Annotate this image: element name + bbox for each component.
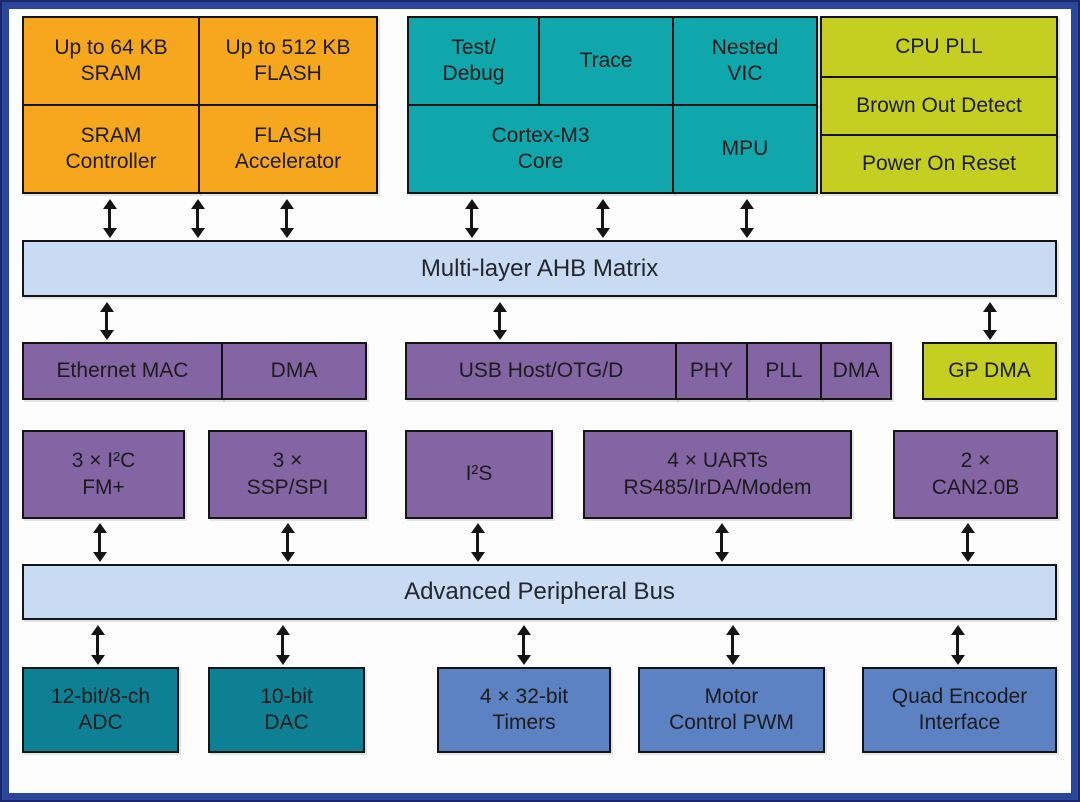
block-gp-dma: GP DMA bbox=[922, 342, 1057, 400]
block-flash: Up to 512 KB FLASH bbox=[198, 16, 378, 106]
block-i2s: I²S bbox=[405, 430, 553, 519]
block-dac-label: 10-bit DAC bbox=[260, 684, 313, 734]
double-arrow bbox=[91, 625, 105, 665]
block-usb-phy: PHY bbox=[675, 342, 748, 400]
block-sram-controller-label: SRAM Controller bbox=[65, 123, 157, 173]
block-power-on-reset-label: Power On Reset bbox=[861, 151, 1017, 175]
block-sram-controller: SRAM Controller bbox=[22, 104, 200, 194]
double-arrow bbox=[471, 523, 485, 562]
block-ethernet-mac-label: Ethernet MAC bbox=[56, 358, 189, 382]
block-i2c-label: 3 × I²C FM+ bbox=[71, 449, 136, 499]
bus-ahb-matrix-label: Multi-layer AHB Matrix bbox=[420, 254, 659, 282]
double-arrow bbox=[281, 523, 295, 562]
block-usb-host: USB Host/OTG/D bbox=[405, 342, 677, 400]
block-ssp-spi-label: 3 × SSP/SPI bbox=[246, 449, 329, 499]
block-sram-label: Up to 64 KB SRAM bbox=[54, 35, 168, 85]
double-arrow bbox=[93, 523, 107, 562]
block-timers: 4 × 32-bit Timers bbox=[437, 667, 611, 753]
block-quad-encoder-label: Quad Encoder Interface bbox=[891, 684, 1028, 734]
block-cortex-m3-core-label: Cortex-M3 Core bbox=[491, 123, 590, 173]
block-ssp-spi: 3 × SSP/SPI bbox=[208, 430, 367, 519]
double-arrow bbox=[100, 302, 114, 340]
block-timers-label: 4 × 32-bit Timers bbox=[479, 684, 569, 734]
block-usb-pll: PLL bbox=[746, 342, 822, 400]
block-usb-dma-label: DMA bbox=[832, 358, 880, 382]
double-arrow bbox=[191, 199, 205, 238]
block-sram: Up to 64 KB SRAM bbox=[22, 16, 200, 106]
block-usb-phy-label: PHY bbox=[689, 358, 734, 382]
block-can-label: 2 × CAN2.0B bbox=[931, 449, 1020, 499]
bus-apb: Advanced Peripheral Bus bbox=[22, 564, 1057, 620]
block-power-on-reset: Power On Reset bbox=[820, 134, 1058, 194]
block-adc-label: 12-bit/8-ch ADC bbox=[50, 684, 151, 734]
double-arrow bbox=[726, 625, 740, 665]
double-arrow bbox=[715, 523, 729, 562]
block-usb-pll-label: PLL bbox=[765, 358, 803, 382]
block-trace: Trace bbox=[538, 16, 674, 106]
block-quad-encoder: Quad Encoder Interface bbox=[862, 667, 1057, 753]
bus-apb-label: Advanced Peripheral Bus bbox=[404, 578, 675, 606]
double-arrow bbox=[596, 199, 610, 238]
double-arrow bbox=[740, 199, 754, 238]
block-flash-label: Up to 512 KB FLASH bbox=[225, 35, 351, 85]
block-cortex-m3-core: Cortex-M3 Core bbox=[407, 104, 674, 194]
block-brown-out-detect-label: Brown Out Detect bbox=[856, 93, 1022, 117]
double-arrow bbox=[961, 523, 975, 562]
block-test-debug-label: Test/ Debug bbox=[442, 35, 505, 85]
block-nested-vic-label: Nested VIC bbox=[711, 35, 779, 85]
block-adc: 12-bit/8-ch ADC bbox=[22, 667, 179, 753]
block-i2c: 3 × I²C FM+ bbox=[22, 430, 185, 519]
block-dac: 10-bit DAC bbox=[208, 667, 365, 753]
block-ethernet-dma: DMA bbox=[221, 342, 367, 400]
block-uarts-label: 4 × UARTs RS485/IrDA/Modem bbox=[623, 449, 812, 499]
block-usb-dma: DMA bbox=[820, 342, 892, 400]
block-motor-control-pwm-label: Motor Control PWM bbox=[669, 684, 794, 734]
double-arrow bbox=[465, 199, 479, 238]
block-ethernet-mac: Ethernet MAC bbox=[22, 342, 223, 400]
block-mpu: MPU bbox=[672, 104, 818, 194]
double-arrow bbox=[517, 625, 531, 665]
block-mpu-label: MPU bbox=[721, 136, 769, 160]
double-arrow bbox=[983, 302, 997, 340]
block-ethernet-dma-label: DMA bbox=[270, 358, 318, 382]
block-usb-host-label: USB Host/OTG/D bbox=[458, 358, 624, 382]
block-trace-label: Trace bbox=[579, 48, 633, 72]
block-flash-accelerator: FLASH Accelerator bbox=[198, 104, 378, 194]
block-i2s-label: I²S bbox=[465, 462, 493, 486]
double-arrow bbox=[276, 625, 290, 665]
block-can: 2 × CAN2.0B bbox=[893, 430, 1058, 519]
block-test-debug: Test/ Debug bbox=[407, 16, 540, 106]
double-arrow bbox=[493, 302, 507, 340]
block-cpu-pll-label: CPU PLL bbox=[895, 34, 983, 58]
double-arrow bbox=[951, 625, 965, 665]
block-uarts: 4 × UARTs RS485/IrDA/Modem bbox=[583, 430, 852, 519]
block-nested-vic: Nested VIC bbox=[672, 16, 818, 106]
block-motor-control-pwm: Motor Control PWM bbox=[638, 667, 825, 753]
block-flash-accelerator-label: FLASH Accelerator bbox=[234, 123, 342, 173]
block-brown-out-detect: Brown Out Detect bbox=[820, 76, 1058, 136]
block-cpu-pll: CPU PLL bbox=[820, 16, 1058, 78]
block-gp-dma-label: GP DMA bbox=[948, 358, 1031, 382]
bus-ahb-matrix: Multi-layer AHB Matrix bbox=[22, 240, 1057, 297]
double-arrow bbox=[103, 199, 117, 238]
double-arrow bbox=[280, 199, 294, 238]
